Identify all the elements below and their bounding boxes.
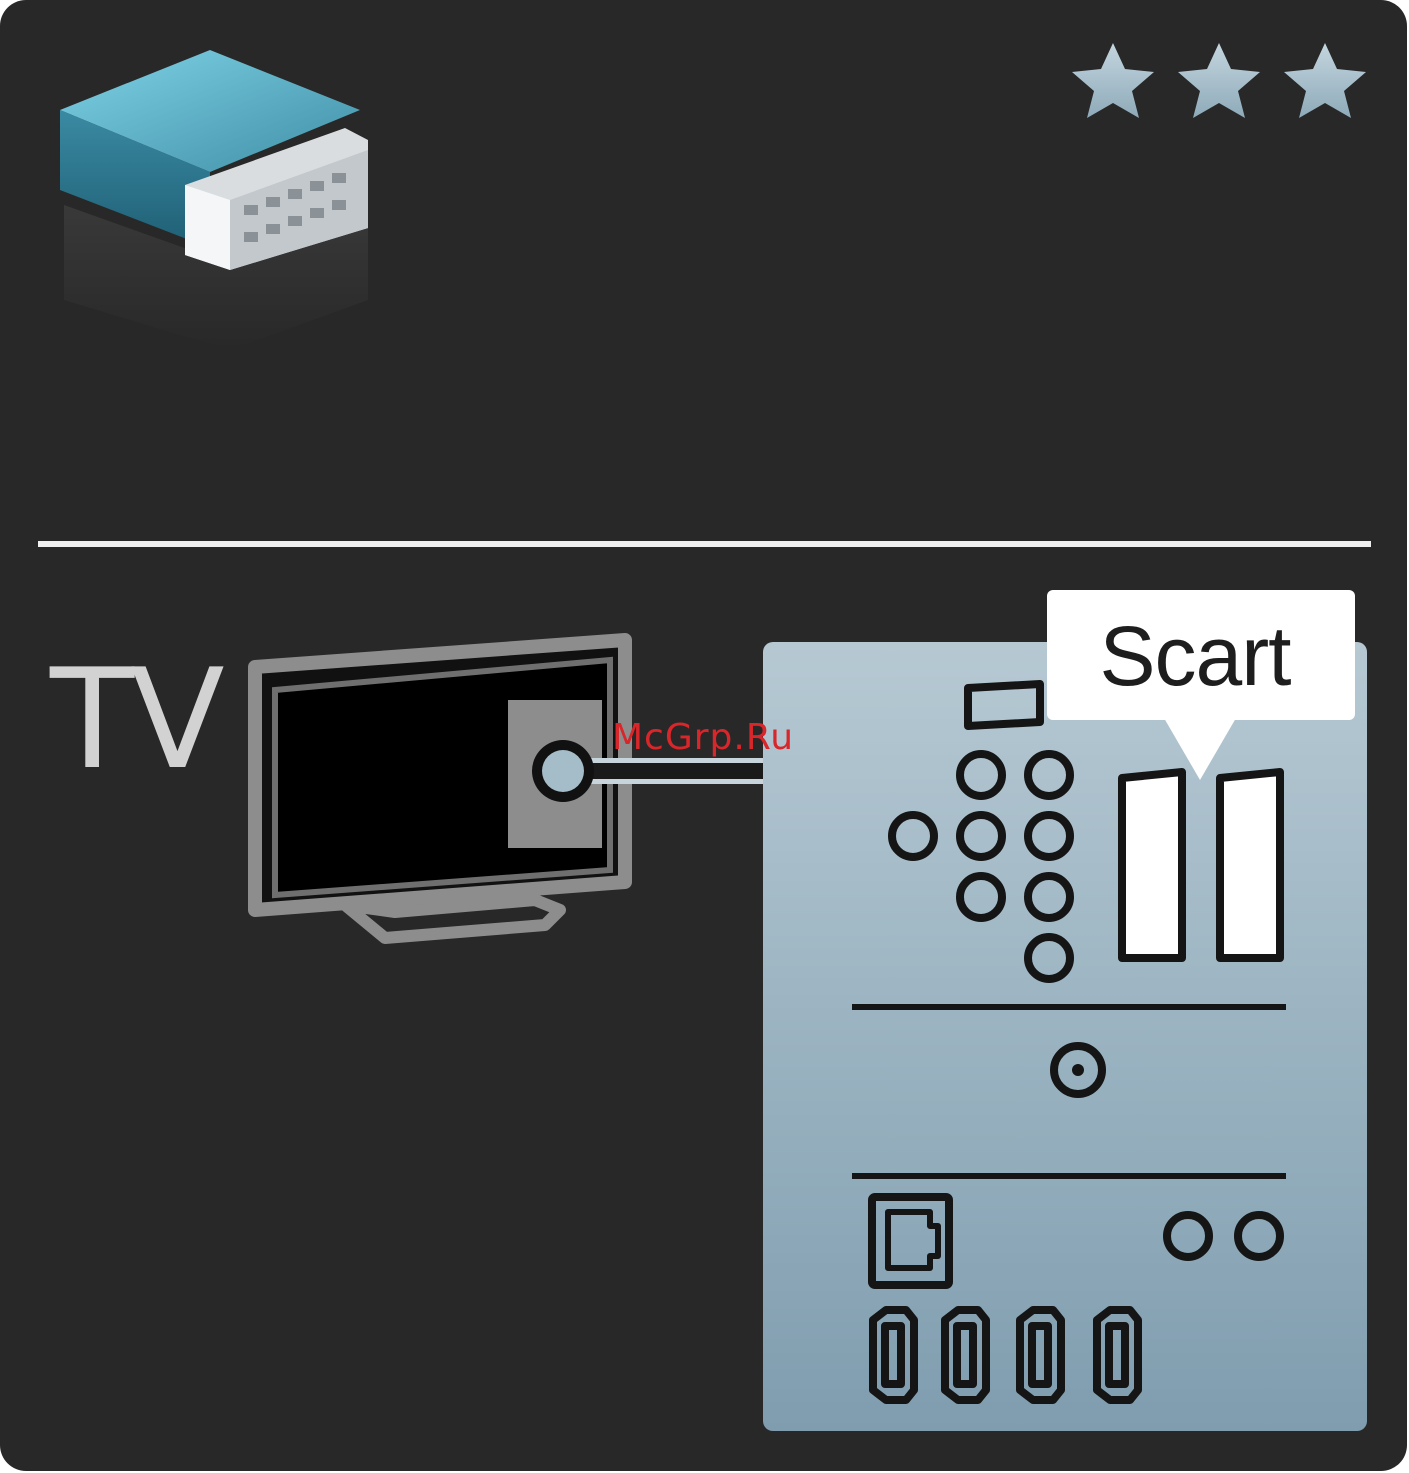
star-icon <box>1284 43 1366 118</box>
watermark: McGrp.Ru <box>612 716 794 760</box>
difficulty-rating <box>1072 43 1366 118</box>
scart-connector-icon <box>60 50 368 350</box>
star-icon <box>1178 43 1260 118</box>
scart-callout: Scart <box>1047 590 1355 720</box>
section-divider <box>38 541 1371 547</box>
callout-label: Scart <box>1047 608 1343 704</box>
section-label-tv: TV <box>50 640 221 800</box>
rear-panel-icon <box>763 642 1367 1431</box>
star-icon <box>1072 43 1154 118</box>
